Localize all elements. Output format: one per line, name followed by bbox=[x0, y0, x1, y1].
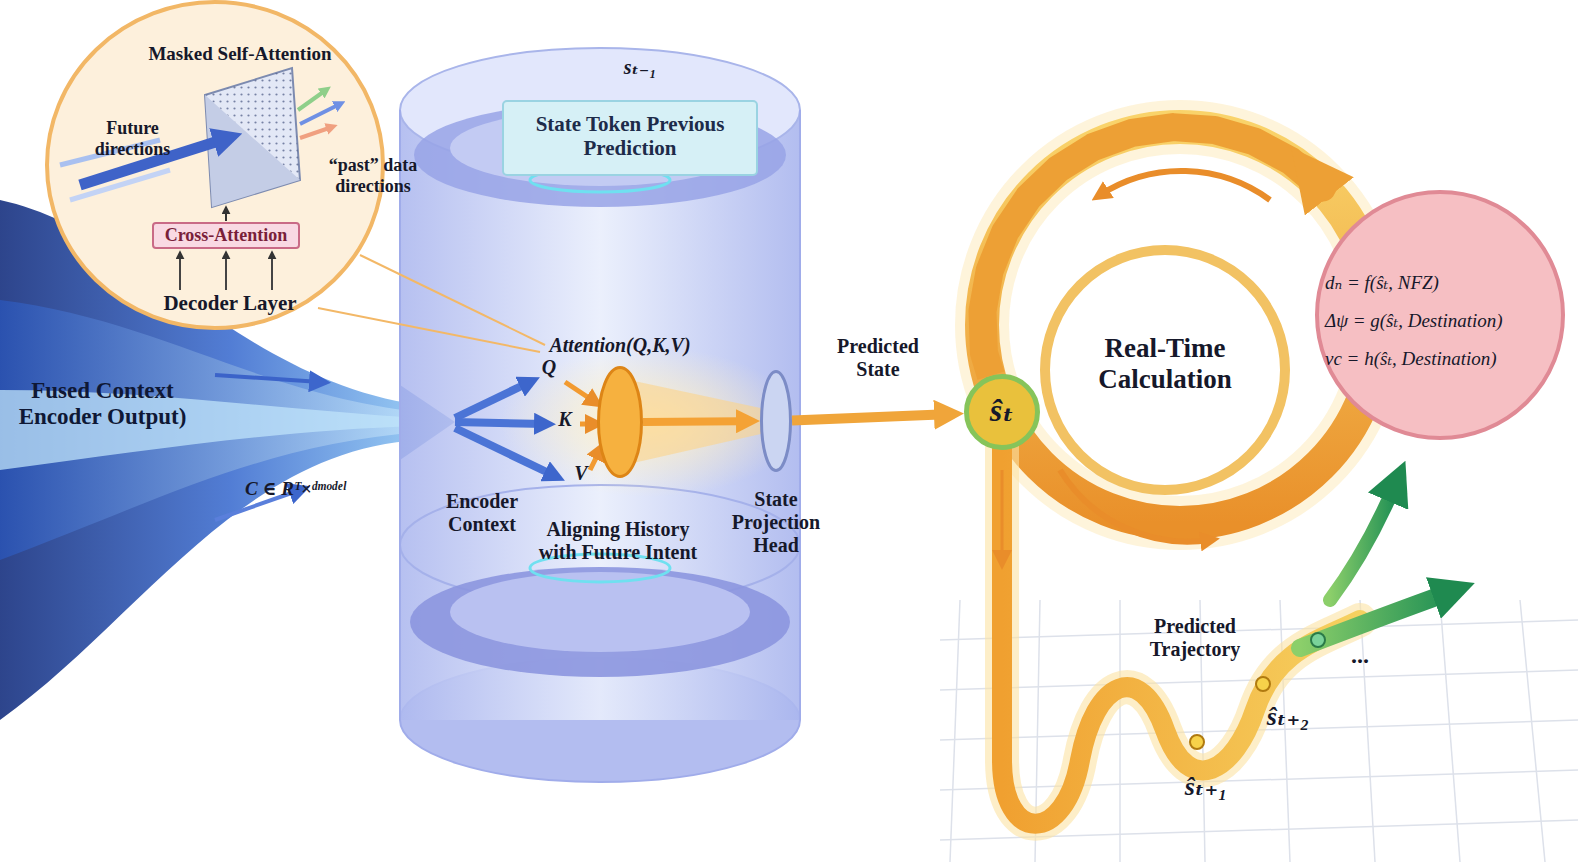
bottom-disc-inner bbox=[450, 572, 750, 652]
zoom-callout-circle: Masked Self-AttentionFuture directions“p… bbox=[45, 0, 385, 330]
qkv-label: Q bbox=[536, 356, 562, 379]
attention-lens-outline bbox=[597, 366, 643, 478]
calculation-circle-fill bbox=[1045, 250, 1285, 490]
value-beam bbox=[590, 450, 600, 470]
part-label: Predicted Trajectory bbox=[1130, 615, 1260, 661]
projection-lens-outline bbox=[760, 370, 792, 472]
attention-lens: Attention(Q,K,V) bbox=[597, 366, 643, 478]
dimension-label: C ∈ Rᵀ×ᵈᵐᵒᵈᵉˡ bbox=[245, 478, 415, 500]
trajectory-arrow bbox=[1300, 592, 1450, 648]
callout-leader bbox=[360, 255, 545, 345]
predicted-state-circle: ŝₜ bbox=[964, 374, 1040, 450]
cross-attention-box-fill bbox=[153, 223, 299, 248]
connector-label: Predicted State bbox=[823, 335, 933, 381]
projection-lens-fill bbox=[762, 372, 791, 471]
state-token-box: State Token Previous Prediction bbox=[502, 100, 758, 176]
lens-label: Attention(Q,K,V) bbox=[525, 334, 715, 357]
grid-line bbox=[940, 620, 1578, 640]
decoder-cylinder bbox=[400, 48, 800, 782]
circle-label: Real-Time Calculation bbox=[1065, 333, 1265, 395]
formula: Δψ = g(ŝₜ, Destination) bbox=[1325, 310, 1565, 332]
query-arrow bbox=[455, 382, 530, 418]
feedback-arrow bbox=[1330, 485, 1395, 600]
state-symbol: ŝₜ₊₁ bbox=[1178, 772, 1234, 802]
grid-line bbox=[1520, 600, 1545, 862]
callout-title: Masked Self-Attention bbox=[130, 43, 350, 65]
cross-attention-box: Cross-Attention bbox=[152, 222, 300, 249]
metrics-circle: dₙ = f(ŝₜ, NFZ) Δψ = g(ŝₜ, Destination) vc… bbox=[1315, 190, 1565, 440]
grid-line bbox=[1440, 600, 1460, 862]
trajectory-point bbox=[1190, 735, 1204, 749]
qkv-label: K bbox=[552, 408, 578, 431]
box-label: Cross-Attention bbox=[152, 225, 300, 246]
flow-connector bbox=[792, 415, 940, 421]
loop-arrow bbox=[1100, 171, 1270, 200]
grid-line bbox=[950, 600, 960, 862]
flow-band bbox=[0, 300, 420, 560]
state-symbol: ŝₜ bbox=[964, 392, 1040, 429]
calculation-circle: Real-Time Calculation bbox=[1040, 245, 1290, 495]
grid-line bbox=[1119, 600, 1121, 862]
formula: vc = h(ŝₜ, Destination) bbox=[1325, 348, 1565, 370]
cylinder-edge bbox=[399, 110, 401, 720]
grid-line bbox=[1360, 600, 1375, 862]
trajectory-point bbox=[1256, 677, 1270, 691]
part-label: Aligning History with Future Intent bbox=[532, 518, 704, 564]
key-beam bbox=[580, 422, 595, 427]
state-symbol: sₜ₋₁ bbox=[612, 56, 668, 79]
flow-connector bbox=[983, 127, 1323, 376]
key-arrow bbox=[455, 422, 545, 424]
layer-label: Decoder Layer bbox=[145, 291, 315, 315]
flow-arrow bbox=[1001, 470, 1004, 560]
attention-lens-fill bbox=[599, 368, 642, 477]
ellipsis: ... bbox=[1338, 642, 1382, 670]
state-token-box-fill bbox=[503, 101, 757, 175]
flow-connector bbox=[643, 417, 741, 426]
callout-leader bbox=[318, 308, 540, 352]
input-label: Fused Context Encoder Output) bbox=[0, 378, 205, 431]
lens-label: State Projection Head bbox=[716, 488, 836, 557]
flow-arrow bbox=[215, 375, 320, 382]
direction-label: “past” data directions bbox=[328, 155, 418, 196]
query-beam bbox=[565, 382, 595, 402]
state-symbol: ŝₜ₊₂ bbox=[1260, 702, 1316, 732]
trajectory-point bbox=[1311, 633, 1325, 647]
projection-lens: State Projection Head bbox=[760, 370, 792, 472]
qkv-label: V bbox=[568, 462, 594, 485]
box-label: State Token Previous Prediction bbox=[530, 112, 730, 160]
value-arrow bbox=[455, 428, 555, 476]
direction-label: Future directions bbox=[85, 118, 180, 159]
formula: dₙ = f(ŝₜ, NFZ) bbox=[1325, 272, 1565, 294]
part-label: Encoder Context bbox=[432, 490, 532, 536]
trajectory bbox=[1002, 430, 1450, 824]
